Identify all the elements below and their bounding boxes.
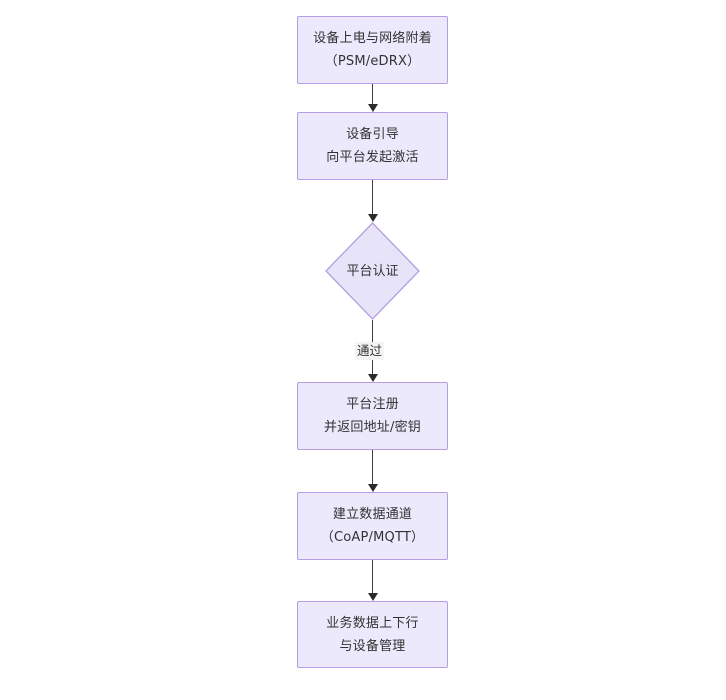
flow-node-line: 平台认证 [346, 263, 399, 279]
flow-node-platform-register[interactable]: 平台注册 并返回地址/密钥 [297, 382, 448, 450]
flow-node-data-channel[interactable]: 建立数据通道 （CoAP/MQTT） [297, 492, 448, 560]
arrow-head-icon [367, 374, 378, 382]
flow-node-line: 与设备管理 [339, 638, 406, 654]
arrow-head-icon [367, 104, 378, 112]
flow-node-line: 设备上电与网络附着 [313, 31, 432, 46]
flow-arrow-n4-n5 [367, 450, 378, 492]
arrow-stem [372, 180, 374, 215]
arrow-head-icon [367, 214, 378, 222]
flow-node-line: （CoAP/MQTT） [320, 530, 425, 545]
flow-node-platform-auth[interactable]: 平台认证 [325, 222, 420, 320]
flow-node-line: 业务数据上下行 [326, 615, 419, 631]
flow-node-line: 平台注册 [346, 397, 399, 412]
flow-node-line: 向平台发起激活 [326, 150, 419, 165]
arrow-head-icon [367, 484, 378, 492]
arrow-stem [372, 84, 374, 105]
flow-node-line: 设备引导 [346, 127, 399, 142]
arrow-stem [372, 560, 374, 594]
diamond-shape-icon [325, 222, 420, 320]
arrow-stem [372, 450, 374, 485]
flow-node-device-bootstrap[interactable]: 设备引导 向平台发起激活 [297, 112, 448, 180]
flow-edge-label-pass: 通过 [355, 342, 385, 360]
flow-arrow-n5-n6 [367, 560, 378, 601]
flow-node-line: 并返回地址/密钥 [324, 420, 421, 435]
flow-node-line: （PSM/eDRX） [324, 54, 421, 69]
flow-arrow-n1-n2 [367, 84, 378, 112]
flow-node-device-power-on[interactable]: 设备上电与网络附着 （PSM/eDRX） [297, 16, 448, 84]
flow-node-business-data[interactable]: 业务数据上下行 与设备管理 [297, 601, 448, 668]
arrow-head-icon [367, 593, 378, 601]
flow-node-line: 建立数据通道 [332, 507, 413, 522]
flow-arrow-n2-n3 [367, 180, 378, 222]
